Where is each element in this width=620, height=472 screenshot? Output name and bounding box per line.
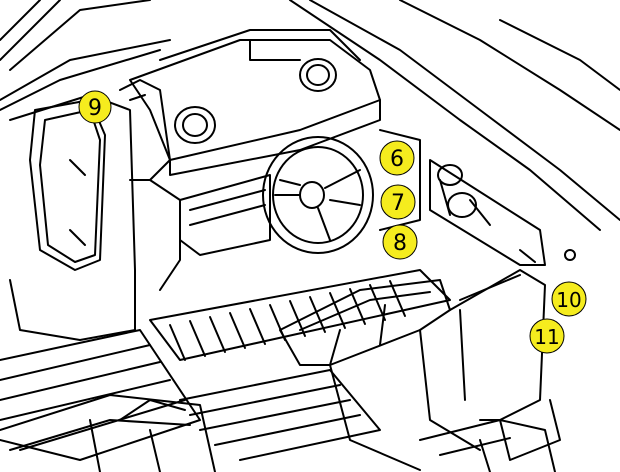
windshield-frame [0,0,620,231]
callouts: 9 6 7 8 10 11 [78,90,587,354]
callout-9: 9 [78,90,112,124]
callout-7: 7 [380,184,416,220]
callout-11: 11 [529,318,565,354]
throttle-panel [429,159,576,266]
bench-seat-port [0,394,216,472]
callout-8-label: 8 [393,231,407,256]
callout-10-label: 10 [556,288,581,312]
floor-slats [0,269,451,461]
dashboard-panel [129,29,381,176]
callout-6: 6 [379,140,415,176]
seat-starboard-bottom [419,419,556,472]
callout-10: 10 [551,281,587,317]
steering-wheel [262,136,374,254]
callout-11-label: 11 [534,325,559,349]
callout-8: 8 [382,224,418,260]
callout-9-label: 9 [88,96,102,121]
callout-7-label: 7 [391,191,405,216]
helm-console [149,129,421,291]
callout-6-label: 6 [390,147,404,172]
